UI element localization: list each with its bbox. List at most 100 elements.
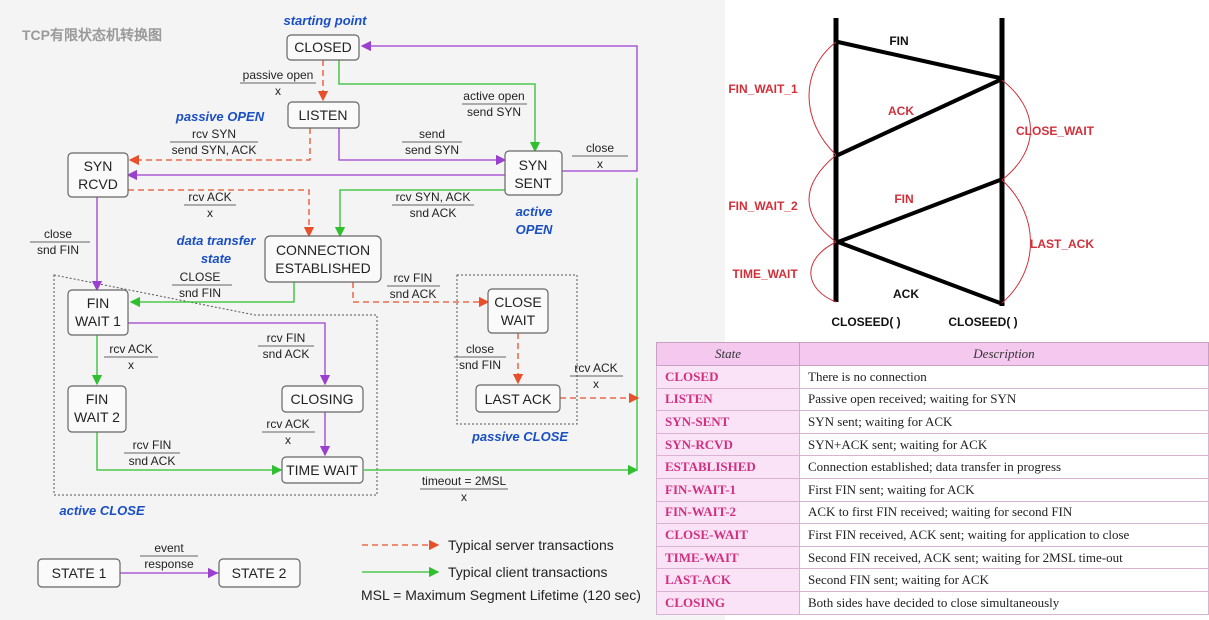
- table-cell-state: FIN-WAIT-1: [656, 477, 800, 502]
- arrow-finwait1-to-closing: [128, 322, 331, 386]
- table-cell-description: First FIN received, ACK sent; waiting fo…: [799, 523, 1209, 547]
- label-passive-open: passive OPEN: [175, 109, 265, 124]
- svg-text:FIN: FIN: [87, 295, 110, 311]
- label-active-close: active CLOSE: [59, 503, 145, 518]
- table-cell-description: Passive open received; waiting for SYN: [799, 387, 1209, 412]
- label-data-transfer: data transfer: [177, 233, 257, 248]
- state-fin-wait-2: FIN WAIT 2: [67, 385, 127, 433]
- table-cell-description: SYN sent; waiting for ACK: [799, 410, 1209, 434]
- svg-text:TIME WAIT: TIME WAIT: [286, 462, 358, 478]
- svg-text:snd ACK: snd ACK: [410, 206, 457, 220]
- table-cell-description: SYN+ACK sent; waiting for ACK: [799, 432, 1209, 457]
- ack-2-line: [837, 240, 1001, 305]
- seq-fin-wait-2: FIN_WAIT_2: [728, 199, 798, 213]
- close-sequence-diagram: FIN ACK FIN ACK FIN_WAIT_1 FIN_WAIT_2 TI…: [728, 18, 1095, 329]
- arrow-listen-to-synrcvd: [128, 128, 311, 166]
- svg-text:WAIT 1: WAIT 1: [75, 313, 121, 329]
- legend-state-1: STATE 1: [37, 558, 121, 588]
- table-cell-description: There is no connection: [799, 365, 1209, 389]
- fin-wait-2-curve: [808, 154, 837, 243]
- svg-text:x: x: [597, 157, 603, 171]
- svg-text:send SYN, ACK: send SYN, ACK: [172, 143, 257, 157]
- svg-text:FIN: FIN: [86, 391, 109, 407]
- table-cell-state: SYN-RCVD: [656, 432, 800, 457]
- svg-text:CLOSE: CLOSE: [180, 270, 221, 284]
- svg-text:STATE 2: STATE 2: [232, 565, 287, 581]
- svg-text:rcv FIN: rcv FIN: [394, 271, 433, 285]
- table-cell-state: ESTABLISHED: [656, 455, 800, 479]
- state-closed: CLOSED: [286, 34, 360, 61]
- state-syn-sent: SYN SENT: [504, 150, 563, 196]
- svg-text:CLOSED: CLOSED: [294, 39, 352, 55]
- state-last-ack: LAST ACK: [475, 384, 561, 413]
- svg-text:SYN: SYN: [519, 157, 548, 173]
- table-cell-description: Second FIN received, ACK sent; waiting f…: [799, 545, 1209, 570]
- svg-text:WAIT: WAIT: [501, 312, 536, 328]
- svg-text:x: x: [593, 377, 599, 391]
- svg-text:snd FIN: snd FIN: [37, 243, 79, 257]
- svg-text:rcv FIN: rcv FIN: [133, 438, 172, 452]
- arrow-close-to-closed: [360, 40, 638, 172]
- svg-text:x: x: [461, 490, 467, 504]
- fin-2-line: [837, 178, 1001, 244]
- svg-text:CLOSING: CLOSING: [290, 391, 353, 407]
- svg-text:LAST ACK: LAST ACK: [485, 391, 552, 407]
- passive-close-region: [456, 274, 578, 425]
- svg-text:WAIT 2: WAIT 2: [74, 409, 120, 425]
- arrow-synsent-to-established: [334, 189, 505, 238]
- table-cell-state: SYN-SENT: [656, 410, 800, 434]
- svg-text:LISTEN: LISTEN: [298, 107, 347, 123]
- table-cell-state: CLOSED: [656, 365, 800, 389]
- svg-text:passive open: passive open: [243, 68, 314, 82]
- svg-text:rcv FIN: rcv FIN: [267, 331, 306, 345]
- seq-closed-left: CLOSEED( ): [831, 315, 900, 329]
- fin-wait-1-curve: [808, 41, 837, 156]
- svg-text:RCVD: RCVD: [78, 176, 118, 192]
- label-data-transfer-state: state: [201, 251, 231, 266]
- close-wait-curve: [1001, 79, 1031, 181]
- state-closing: CLOSING: [281, 385, 364, 413]
- table-header-state: State: [656, 342, 800, 366]
- state-close-wait: CLOSE WAIT: [487, 288, 549, 334]
- svg-text:response: response: [144, 557, 194, 571]
- svg-text:CLOSE: CLOSE: [494, 294, 541, 310]
- legend-state-2: STATE 2: [218, 558, 301, 588]
- svg-text:send SYN: send SYN: [405, 143, 459, 157]
- seq-ack-2: ACK: [893, 287, 919, 301]
- svg-text:send: send: [419, 127, 445, 141]
- arrow-established-to-closewait: [352, 282, 490, 308]
- seq-close-wait: CLOSE_WAIT: [1016, 124, 1095, 138]
- svg-text:close: close: [586, 141, 614, 155]
- state-established: CONNECTION ESTABLISHED: [264, 235, 382, 283]
- table-header-description: Description: [799, 342, 1209, 366]
- svg-text:close: close: [466, 342, 494, 356]
- table-cell-state: TIME-WAIT: [656, 545, 800, 570]
- state-fin-wait-1: FIN WAIT 1: [67, 289, 129, 336]
- table-cell-description: Second FIN sent; waiting for ACK: [799, 568, 1209, 592]
- arrow-synrcvd-to-established: [128, 189, 315, 238]
- svg-text:STATE 1: STATE 1: [52, 565, 107, 581]
- svg-text:ESTABLISHED: ESTABLISHED: [275, 260, 370, 276]
- active-close-region: [53, 274, 378, 496]
- seq-ack-1: ACK: [888, 104, 914, 118]
- svg-text:active open: active open: [463, 89, 524, 103]
- table-cell-state: LISTEN: [656, 387, 800, 412]
- svg-text:close: close: [44, 227, 72, 241]
- seq-time-wait: TIME_WAIT: [732, 267, 798, 281]
- svg-text:send SYN: send SYN: [467, 105, 521, 119]
- svg-text:x: x: [128, 358, 134, 372]
- ack-1-line: [837, 78, 1001, 157]
- seq-fin-1: FIN: [889, 34, 908, 48]
- svg-text:snd ACK: snd ACK: [263, 347, 310, 361]
- svg-text:SYN: SYN: [84, 158, 113, 174]
